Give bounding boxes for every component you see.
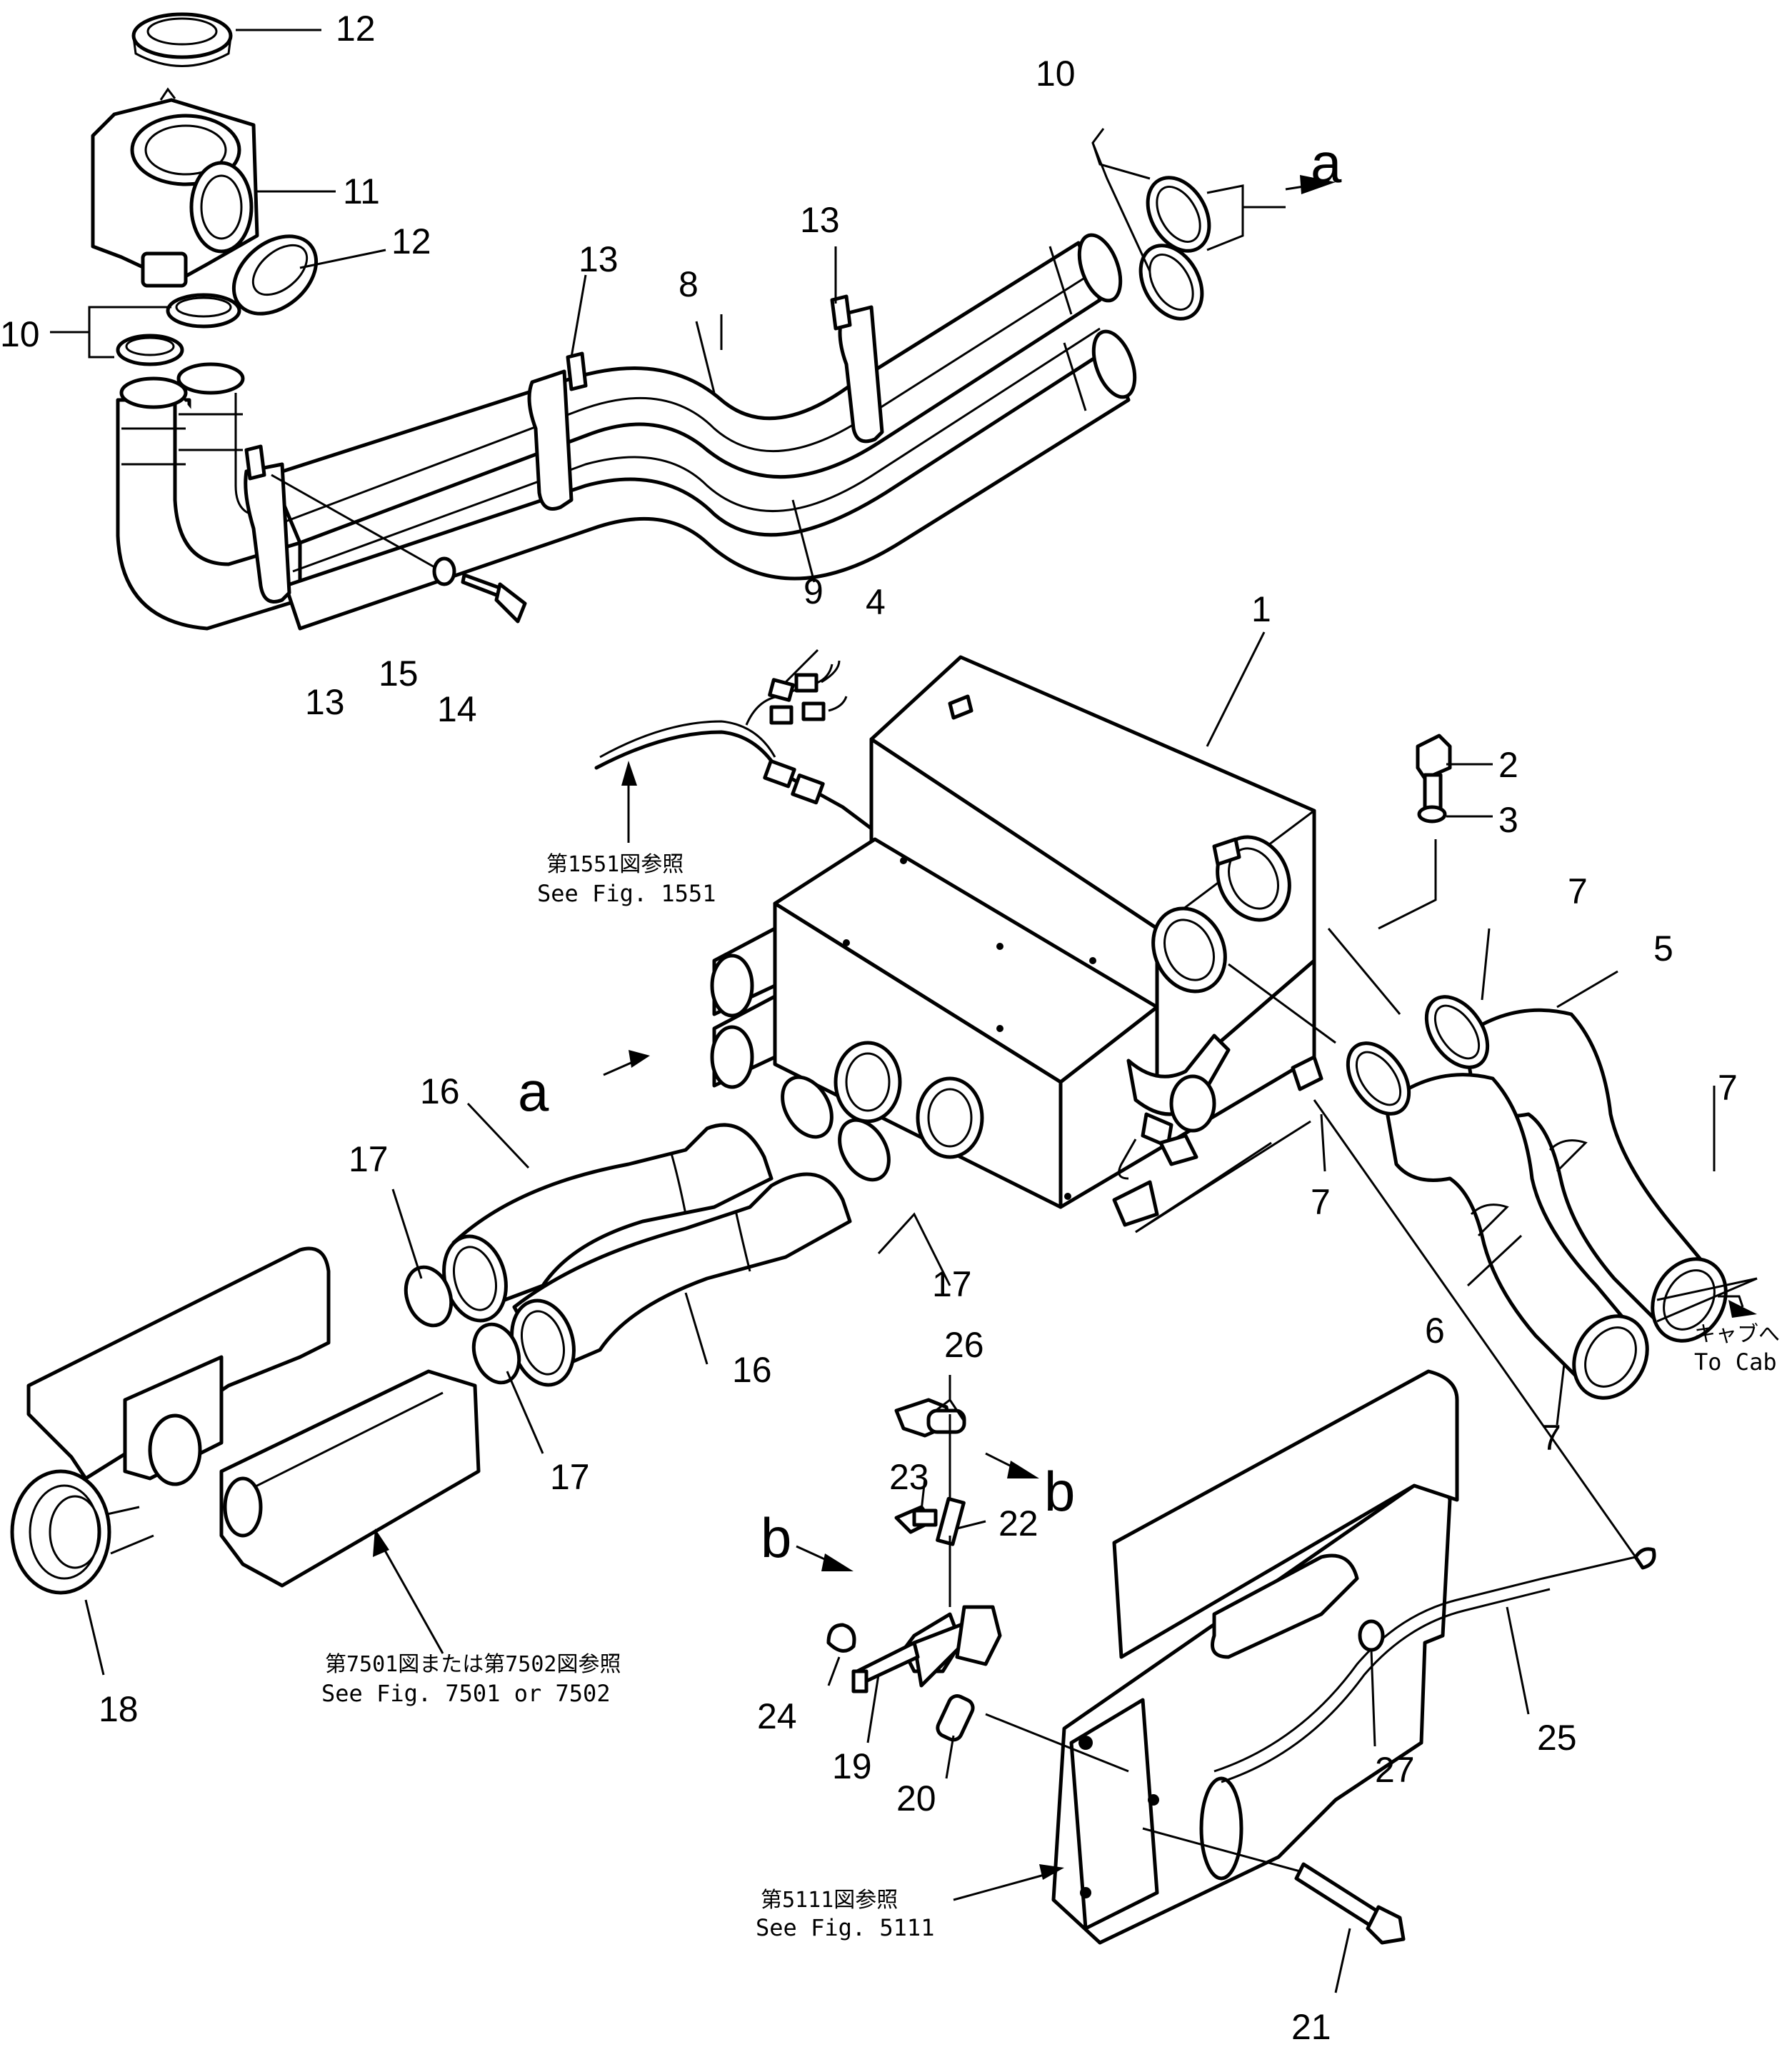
ref-fig7501-en: See Fig. 7501 or 7502: [321, 1680, 611, 1707]
callout-7-b: 7: [1718, 1068, 1738, 1108]
callout-6: 6: [1425, 1311, 1445, 1351]
callout-20: 20: [896, 1778, 936, 1818]
callout-22: 22: [998, 1503, 1038, 1543]
callout-21: 21: [1291, 2007, 1331, 2047]
callout-11: 11: [343, 171, 380, 211]
callout-5: 5: [1653, 929, 1673, 969]
callout-13-c: 13: [305, 682, 345, 722]
ref-cab-en: To Cab: [1694, 1348, 1777, 1376]
callout-13-a: 13: [579, 239, 619, 279]
callout-2: 2: [1498, 745, 1518, 785]
callout-26: 26: [944, 1325, 984, 1365]
letter-b-left: b: [761, 1506, 791, 1569]
callout-10-left: 10: [0, 314, 40, 354]
part-14-bolt-15-washer: [271, 474, 527, 624]
callout-16-a: 16: [420, 1071, 460, 1111]
leader-lines: [50, 29, 1758, 1993]
ref-fig1551-jp: 第1551図参照: [546, 852, 684, 877]
lower-left-frame-bracket: [10, 1246, 481, 1595]
ref-fig5111-en: See Fig. 5111: [756, 1914, 934, 1941]
ref-fig7501-jp: 第7501図または第7502図参照: [325, 1652, 621, 1677]
callout-12-side: 12: [391, 221, 431, 261]
callout-24: 24: [757, 1696, 797, 1736]
callout-7-a: 7: [1568, 871, 1588, 911]
part-10-clamps-left: [116, 293, 241, 366]
part-1-heater-unit: [710, 655, 1323, 1227]
letter-a-left: a: [518, 1060, 549, 1123]
letter-a-top: a: [1311, 131, 1342, 194]
ref-fig5111-jp: 第5111図参照: [761, 1888, 898, 1913]
valve-linkage-parts: [826, 1398, 1002, 1742]
part-16-lower-ducts: [404, 1075, 891, 1387]
callout-17-c: 17: [550, 1457, 590, 1497]
callout-17-b: 17: [932, 1264, 972, 1304]
part-11-junction-box: [91, 87, 259, 288]
callout-12-top: 12: [336, 9, 376, 49]
part-10-clamps-right: [1138, 176, 1211, 321]
part-5-6-ducts-to-cab: [1346, 995, 1728, 1400]
callout-14: 14: [437, 689, 477, 729]
callout-17-a: 17: [349, 1139, 389, 1179]
callout-4: 4: [866, 582, 886, 622]
callout-10-right: 10: [1036, 54, 1076, 94]
figure-references: 第1551図参照 See Fig. 1551 第7501図または第7502図参照…: [321, 852, 1780, 1941]
callout-23: 23: [889, 1457, 929, 1497]
callout-27: 27: [1375, 1750, 1415, 1790]
connection-letters: a a b b: [518, 131, 1342, 1569]
callout-8: 8: [679, 264, 699, 304]
part-21-bolt: [1294, 1862, 1406, 1945]
alignment-lines: [948, 928, 1637, 1873]
part-12-top-cap: [131, 12, 233, 67]
ref-cab-jp: キャブへ: [1694, 1322, 1780, 1347]
callout-labels: 12 11 12 10 13 8 13 10 9 13 15 14 4 1 2 …: [0, 9, 1738, 2047]
callout-13-b: 13: [800, 200, 840, 240]
callout-16-b: 16: [732, 1350, 772, 1390]
callout-19: 19: [832, 1746, 872, 1786]
callout-7-c: 7: [1311, 1182, 1331, 1222]
letter-b-right: b: [1044, 1460, 1075, 1523]
ref-fig1551-en: See Fig. 1551: [537, 880, 716, 907]
callout-25: 25: [1537, 1718, 1577, 1758]
lower-right-mount-bracket: [1051, 1369, 1656, 1945]
part-4-wiring-harness: [594, 660, 874, 831]
callout-1: 1: [1251, 589, 1271, 629]
callout-18: 18: [99, 1689, 139, 1729]
part-12-side-cap: [231, 234, 319, 316]
callout-7-d: 7: [1541, 1418, 1561, 1458]
callout-3: 3: [1498, 800, 1518, 840]
callout-9: 9: [804, 571, 824, 611]
part-2-bolt-3-washer: [1416, 734, 1452, 824]
part-8-9-duct-hoses: [116, 233, 1137, 631]
callout-15: 15: [379, 654, 419, 694]
